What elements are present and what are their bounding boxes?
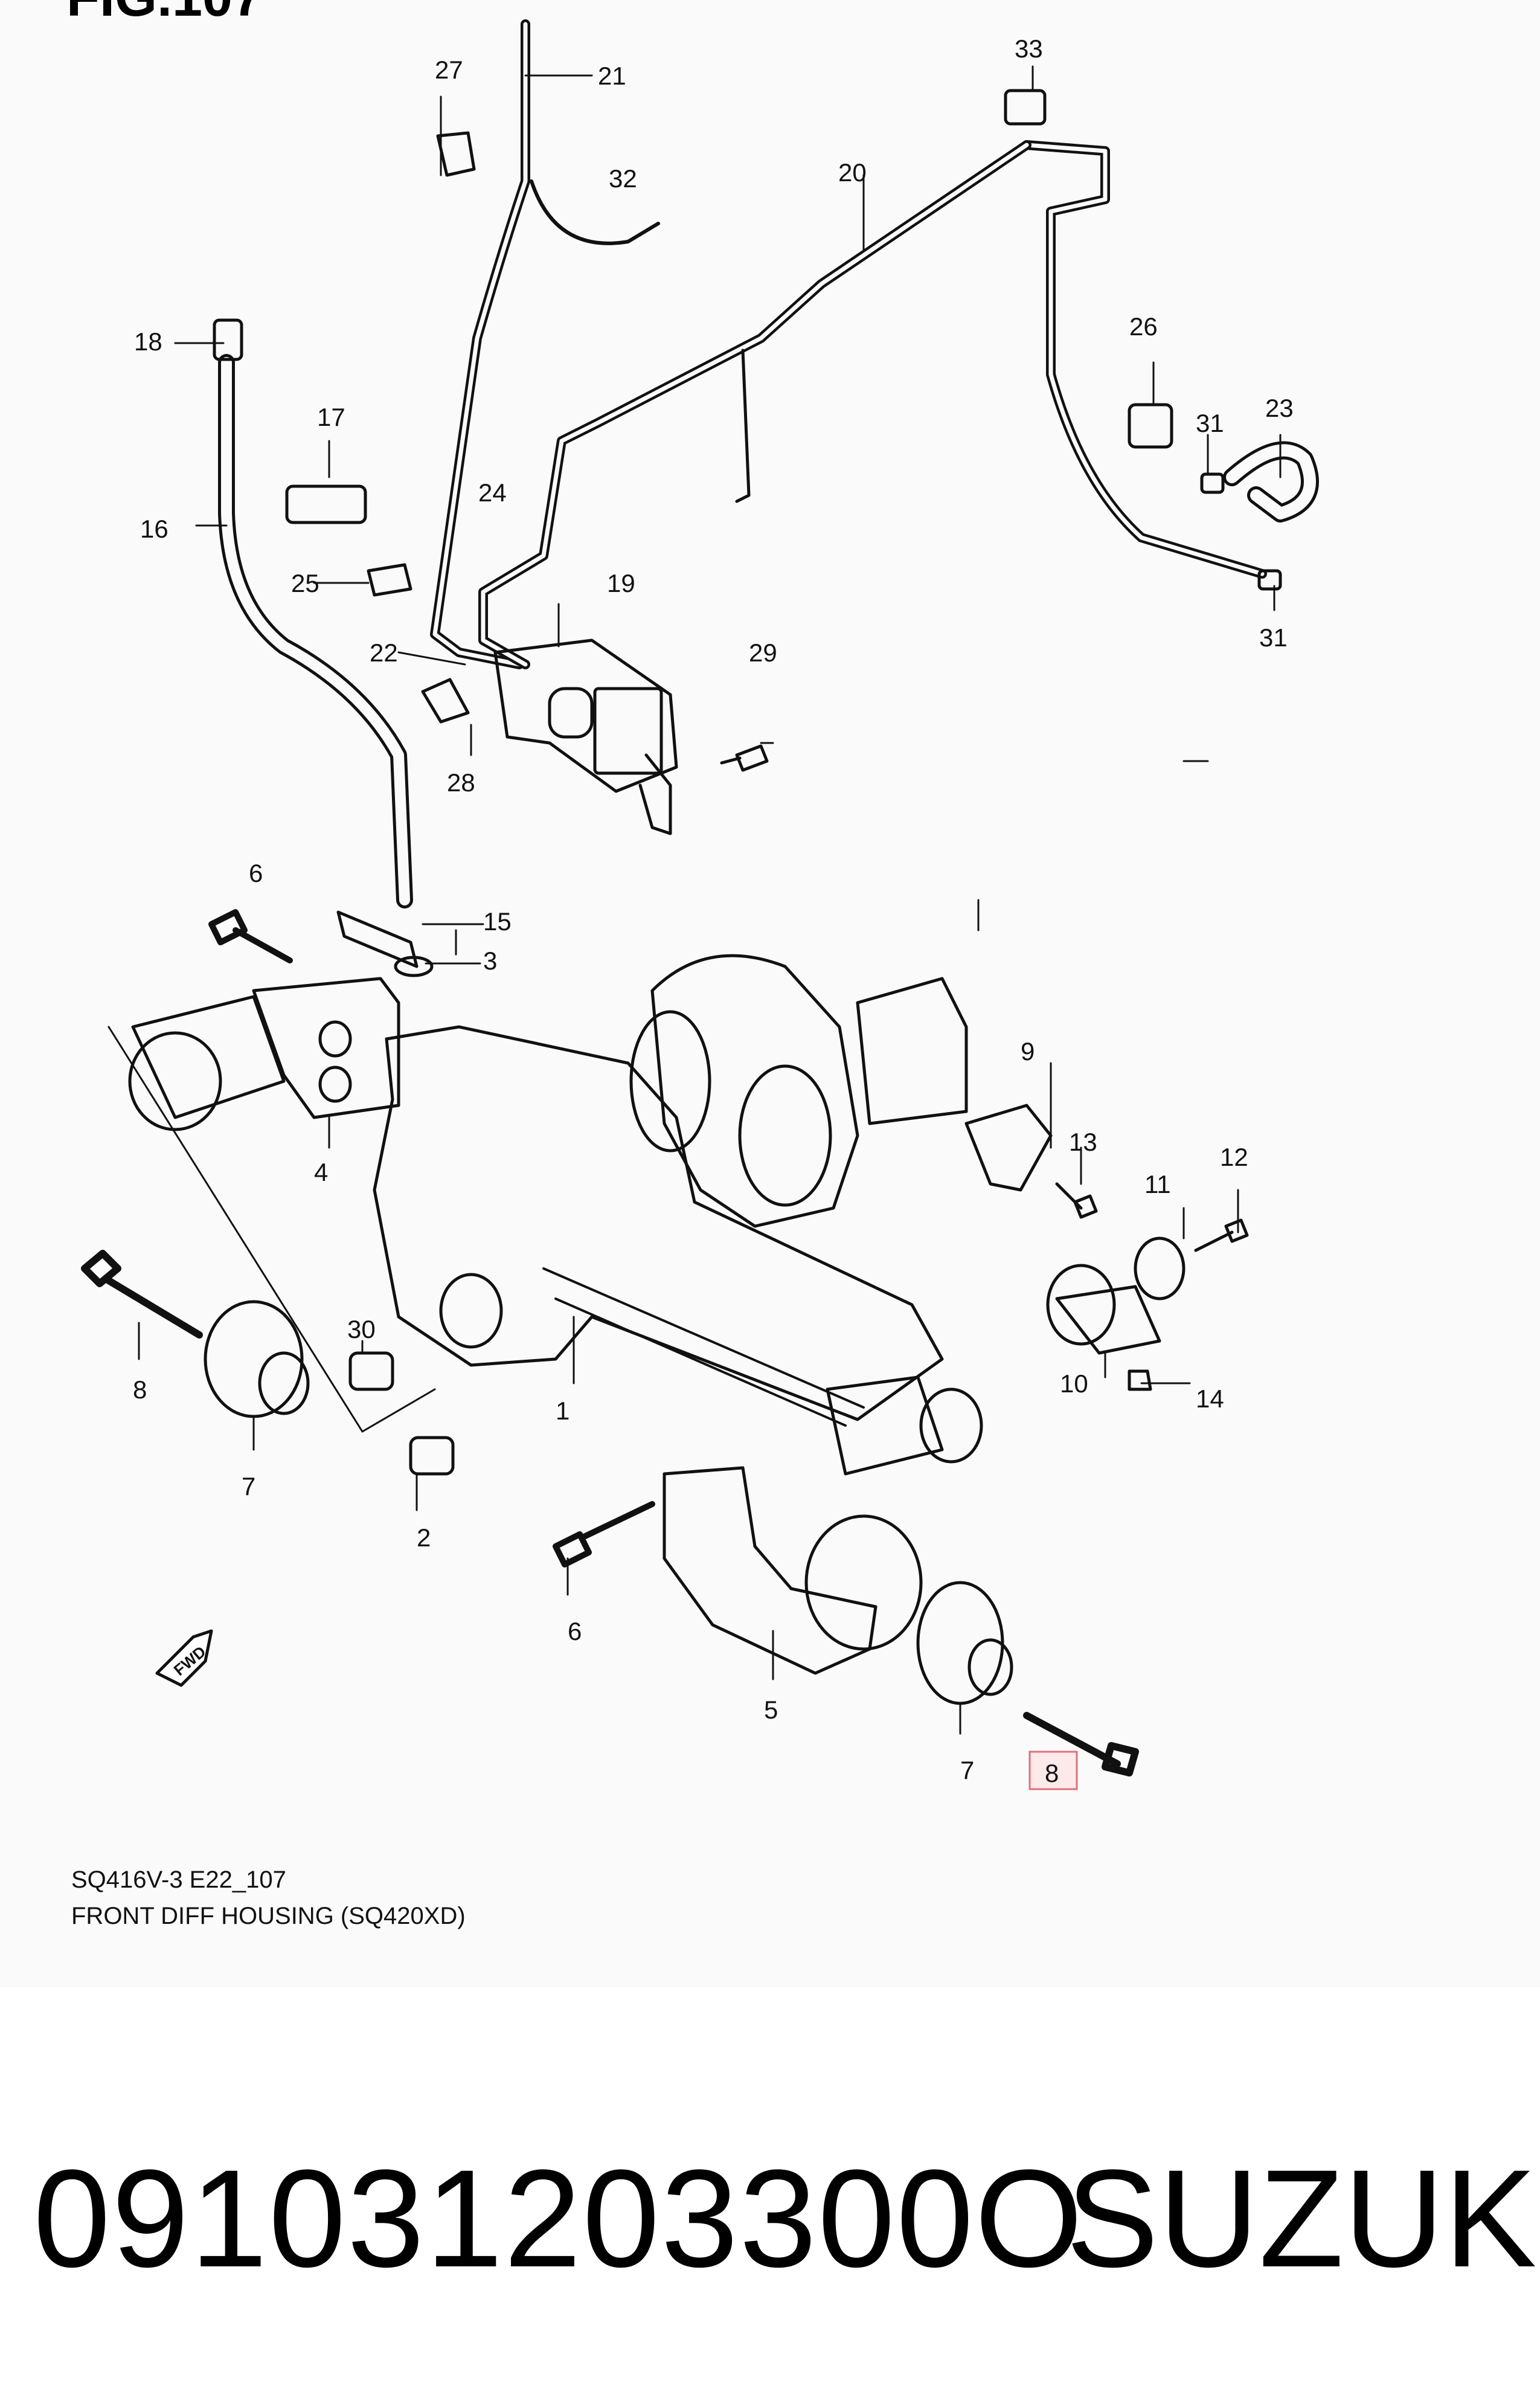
callout-29: 29 xyxy=(749,638,777,667)
bracket-4 xyxy=(252,977,400,1119)
hose-16 xyxy=(218,354,413,908)
bracket-9 xyxy=(964,1104,1053,1192)
callout-18: 18 xyxy=(134,327,162,356)
callout-6-top: 6 xyxy=(249,859,263,887)
pipe-21 xyxy=(430,19,530,669)
bolt-6-top xyxy=(208,909,293,963)
callout-9: 9 xyxy=(1021,1037,1035,1066)
sleeve-2 xyxy=(409,1436,455,1476)
bushing-center xyxy=(804,1514,923,1651)
callout-8-left: 8 xyxy=(133,1375,147,1404)
clamp-31b xyxy=(1257,569,1282,591)
clip-26 xyxy=(1128,403,1173,449)
exploded-view-drawing: FWD 1 2 3 4 5 6 6 7 7 8 8 9 10 11 12 13 … xyxy=(81,19,1319,1790)
brand-name: SUZUKI xyxy=(1066,2141,1540,2296)
bolt-29 xyxy=(720,744,769,772)
callout-3: 3 xyxy=(483,947,497,975)
callout-25: 25 xyxy=(291,569,319,597)
clip-17 xyxy=(285,484,367,524)
sleeve-30 xyxy=(348,1351,394,1391)
model-code-caption: SQ416V-3 E22_107 xyxy=(71,1866,286,1893)
clip-27 xyxy=(436,131,476,177)
callout-7-left: 7 xyxy=(242,1472,255,1500)
bolt-14 xyxy=(1128,1369,1152,1391)
callout-23: 23 xyxy=(1265,394,1294,422)
callout-16: 16 xyxy=(140,515,168,543)
callout-13: 13 xyxy=(1069,1128,1097,1156)
callout-11: 11 xyxy=(1144,1170,1171,1198)
callout-12: 12 xyxy=(1220,1143,1248,1171)
arm-5 xyxy=(663,1466,877,1675)
solenoid-valve-19 xyxy=(493,638,678,793)
callout-24: 24 xyxy=(478,478,507,507)
callout-14: 14 xyxy=(1196,1384,1224,1413)
callout-2: 2 xyxy=(417,1523,431,1552)
callout-28: 28 xyxy=(447,768,475,797)
bolt-6-bottom xyxy=(553,1501,655,1567)
callout-21: 21 xyxy=(598,62,626,90)
callout-6-bottom: 6 xyxy=(568,1617,582,1645)
callout-20: 20 xyxy=(838,158,867,187)
clip-33 xyxy=(1004,89,1047,126)
callout-10: 10 xyxy=(1060,1369,1088,1398)
parts-diagram: FIG.107 xyxy=(66,0,1319,1929)
description-caption: FRONT DIFF HOUSING (SQ420XD) xyxy=(71,1903,466,1929)
callout-17: 17 xyxy=(317,403,345,431)
callout-22: 22 xyxy=(370,638,398,667)
mount-10 xyxy=(1055,1285,1161,1355)
clamp-31a xyxy=(1200,472,1225,494)
clip-28 xyxy=(421,678,470,724)
bushing-7-right xyxy=(916,1581,1013,1705)
callout-7-right: 7 xyxy=(960,1756,974,1784)
callout-15: 15 xyxy=(483,907,512,936)
diff-housing-1 xyxy=(373,1025,944,1421)
cap-18 xyxy=(213,318,243,361)
figure-title: FIG.107 xyxy=(66,0,263,29)
callout-30: 30 xyxy=(347,1315,376,1343)
gasket-3 xyxy=(394,956,434,977)
part-number: 091031203300O xyxy=(33,2141,1084,2296)
callout-8-highlighted[interactable]: 8 xyxy=(1045,1759,1059,1787)
callout-26: 26 xyxy=(1129,312,1158,341)
bolt-8-right xyxy=(1023,1712,1139,1776)
callout-31-top: 31 xyxy=(1196,409,1224,437)
callout-27: 27 xyxy=(435,56,463,84)
fwd-arrow-shape xyxy=(155,1629,213,1687)
clip-25 xyxy=(367,563,412,597)
callout-19: 19 xyxy=(607,569,635,597)
bolt-13 xyxy=(1055,1182,1098,1219)
bushing-11 xyxy=(1134,1236,1185,1300)
callout-4: 4 xyxy=(314,1158,328,1186)
bolt-12 xyxy=(1194,1218,1249,1252)
callout-31-bottom: 31 xyxy=(1259,623,1288,652)
callout-5: 5 xyxy=(764,1696,778,1724)
highlight-box-8 xyxy=(1028,1751,1078,1790)
callout-33: 33 xyxy=(1015,34,1043,63)
diff-carrier xyxy=(650,954,859,1228)
bolt-8-left xyxy=(81,1250,203,1339)
callout-1: 1 xyxy=(556,1397,569,1425)
callout-32: 32 xyxy=(609,164,637,193)
union-bolt-15 xyxy=(336,910,419,968)
